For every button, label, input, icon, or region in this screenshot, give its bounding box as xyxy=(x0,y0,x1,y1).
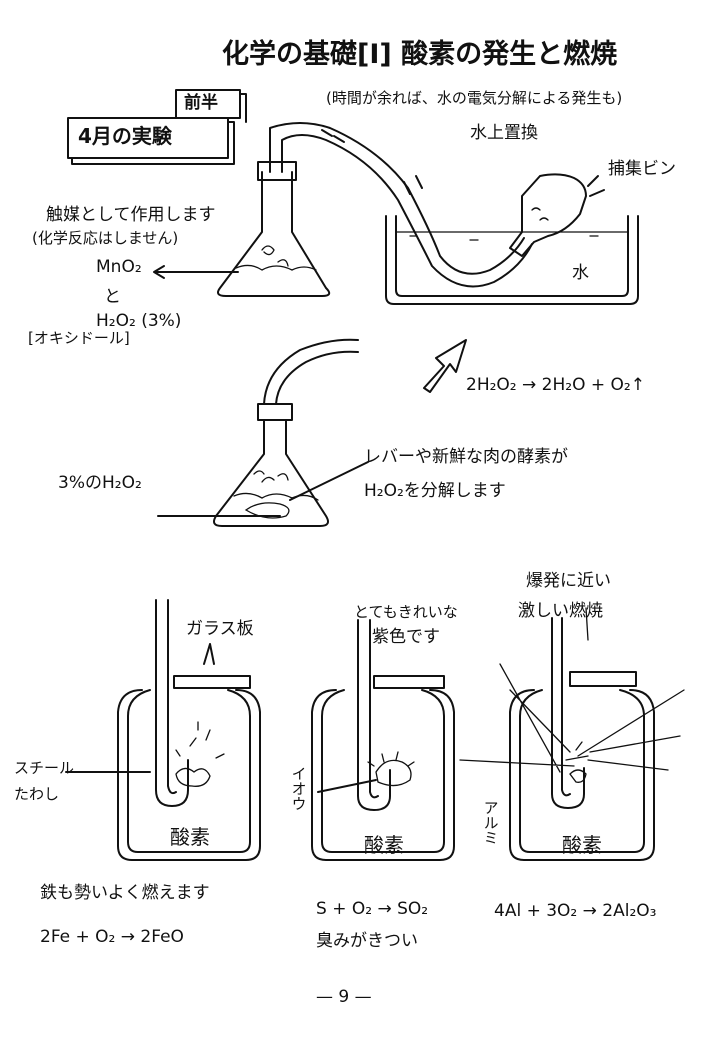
aluminum-equation: 4Al + 3O₂ → 2Al₂O₃ xyxy=(494,901,657,921)
middle-flask xyxy=(157,338,369,527)
explosion-note-2: 激しい燃焼 xyxy=(518,601,603,621)
jar-aluminum xyxy=(459,607,685,861)
jar-steel-wool xyxy=(65,599,261,861)
mno2-label: MnO₂ xyxy=(96,257,142,277)
oxygen-label-2: 酸素 xyxy=(364,833,404,857)
h2o2-label: H₂O₂ (3%) xyxy=(96,311,182,331)
explosion-note-1: 爆発に近い xyxy=(526,571,611,591)
oxydol-label: [オキシドール] xyxy=(28,329,130,347)
steel-wool-label-2: たわし xyxy=(14,785,60,803)
enzyme-note-1: レバーや新鮮な肉の酵素が xyxy=(364,447,568,467)
badge-main-label: 4月の実験 xyxy=(78,124,172,148)
sulfur-note: 臭みがきつい xyxy=(316,931,418,951)
purple-note-1: とてもきれいな xyxy=(354,603,458,621)
purple-note-2: 紫色です xyxy=(372,627,440,647)
steel-wool-label-1: スチール xyxy=(14,759,75,777)
jar-sulfur xyxy=(311,619,455,861)
oxygen-label-3: 酸素 xyxy=(562,833,602,857)
aluminum-label: アルミ xyxy=(481,800,500,845)
sulfur-label: イオウ xyxy=(289,766,308,811)
glass-plate-label: ガラス板 xyxy=(186,619,254,639)
iron-equation: 2Fe + O₂ → 2FeO xyxy=(40,927,184,947)
collection-bottle xyxy=(509,173,605,257)
method-label: 水上置換 xyxy=(470,123,538,143)
decomposition-equation: 2H₂O₂ → 2H₂O + O₂↑ xyxy=(466,375,645,395)
page-title: 化学の基礎[I] 酸素の発生と燃焼 xyxy=(222,39,618,70)
catalyst-subnote: (化学反応はしません) xyxy=(32,229,179,247)
page-subtitle: (時間が余れば、水の電気分解による発生も) xyxy=(326,89,623,107)
page-number: — 9 — xyxy=(316,987,372,1007)
delivery-tube-top xyxy=(269,122,533,288)
middle-flask-label: 3%のH₂O₂ xyxy=(58,473,142,493)
enzyme-note-2: H₂O₂を分解します xyxy=(364,481,506,501)
mno2-arrow xyxy=(153,265,239,279)
catalyst-note: 触媒として作用します xyxy=(46,205,216,225)
badge-small-label: 前半 xyxy=(184,93,218,113)
water-label: 水 xyxy=(572,263,589,283)
iron-note: 鉄も勢いよく燃えます xyxy=(40,883,210,903)
hollow-arrow xyxy=(423,339,467,393)
top-flask xyxy=(217,161,331,297)
badge-box xyxy=(67,89,247,165)
oxygen-label-1: 酸素 xyxy=(170,825,210,849)
bottle-label: 捕集ビン xyxy=(608,159,676,179)
sulfur-equation: S + O₂ → SO₂ xyxy=(316,899,429,919)
water-trough xyxy=(385,215,639,305)
and-label: と xyxy=(104,287,121,307)
